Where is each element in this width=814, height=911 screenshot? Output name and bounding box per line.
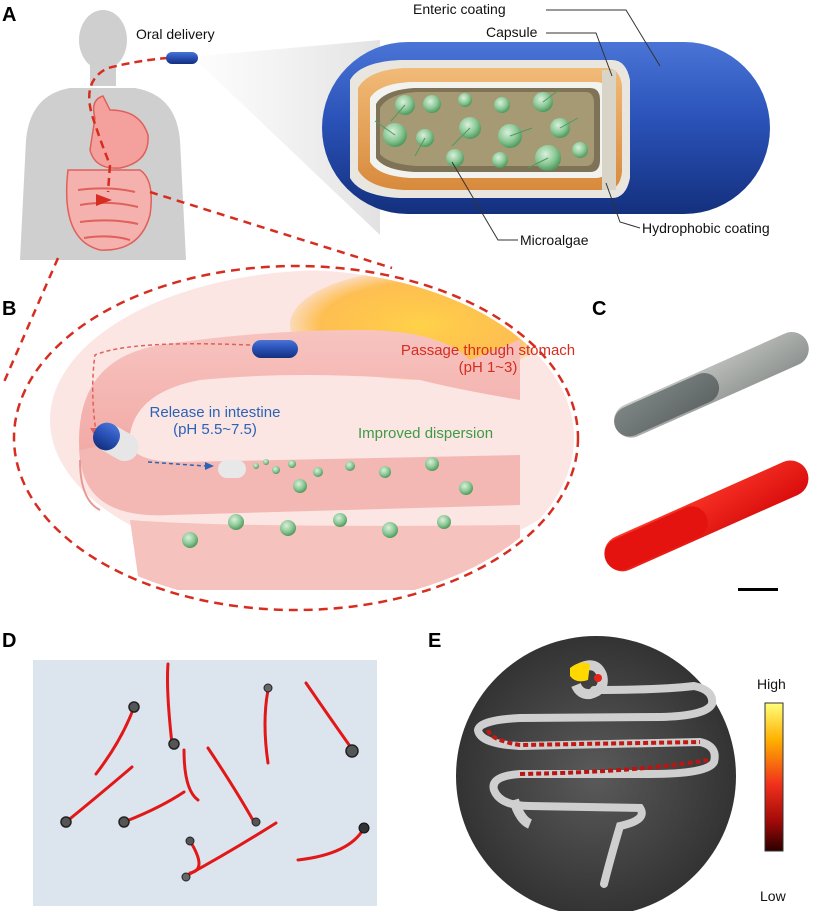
label-release-line2: (pH 5.5~7.5) bbox=[173, 421, 257, 438]
panel-letter-c: C bbox=[592, 298, 607, 320]
label-passage-stomach: Passage through stomach (pH 1~3) bbox=[388, 342, 588, 376]
panel-letter-a: A bbox=[2, 4, 17, 26]
small-capsule-icon bbox=[166, 52, 198, 64]
label-improved-dispersion: Improved dispersion bbox=[358, 425, 494, 442]
dispersed-algae bbox=[182, 457, 473, 548]
label-passage-line1: Passage through stomach bbox=[400, 342, 576, 359]
label-microalgae: Microalgae bbox=[520, 232, 589, 248]
callout-lines-a bbox=[451, 9, 661, 241]
label-passage-line2: (pH 1~3) bbox=[458, 359, 518, 376]
intestine-illustration bbox=[50, 270, 574, 590]
photo-capsule-grey bbox=[613, 332, 809, 438]
release-arrowhead-icon bbox=[205, 462, 214, 470]
label-hydrophobic-coating: Hydrophobic coating bbox=[642, 220, 770, 236]
label-enteric-coating: Enteric coating bbox=[413, 1, 506, 17]
release-capsule bbox=[92, 422, 139, 461]
panel-letter-e: E bbox=[428, 630, 442, 652]
gi-tract bbox=[65, 95, 152, 251]
photo-capsule-red bbox=[604, 460, 809, 572]
zoom-lines-b bbox=[2, 190, 393, 383]
zoom-ellipse bbox=[12, 264, 580, 612]
delivery-path bbox=[88, 56, 169, 193]
label-release-intestine: Release in intestine (pH 5.5~7.5) bbox=[140, 404, 290, 438]
panel-letter-b: B bbox=[2, 298, 17, 320]
trajectories bbox=[64, 662, 366, 878]
algae-cells-d bbox=[60, 683, 370, 882]
opened-capsule-icon bbox=[218, 460, 246, 478]
label-oral-delivery: Oral delivery bbox=[136, 26, 215, 42]
colorbar-low-label: Low bbox=[760, 888, 786, 904]
signal-hotspot-high bbox=[570, 662, 590, 682]
colorbar bbox=[764, 702, 784, 852]
panel-d-background bbox=[33, 660, 377, 906]
colorbar-high-label: High bbox=[757, 676, 786, 692]
gi-track-image bbox=[473, 660, 719, 888]
stomach-capsule-icon bbox=[252, 340, 298, 358]
signal-hotspot-mid bbox=[594, 674, 602, 682]
passage-arrow bbox=[91, 343, 251, 433]
capsule-microalgae bbox=[374, 89, 588, 171]
delivery-arrow-icon bbox=[96, 194, 112, 206]
label-release-line1: Release in intestine bbox=[149, 404, 281, 421]
release-arrow bbox=[147, 461, 206, 467]
label-capsule: Capsule bbox=[486, 24, 538, 40]
panel-letter-d: D bbox=[2, 630, 17, 652]
scale-bar-c bbox=[738, 588, 778, 591]
